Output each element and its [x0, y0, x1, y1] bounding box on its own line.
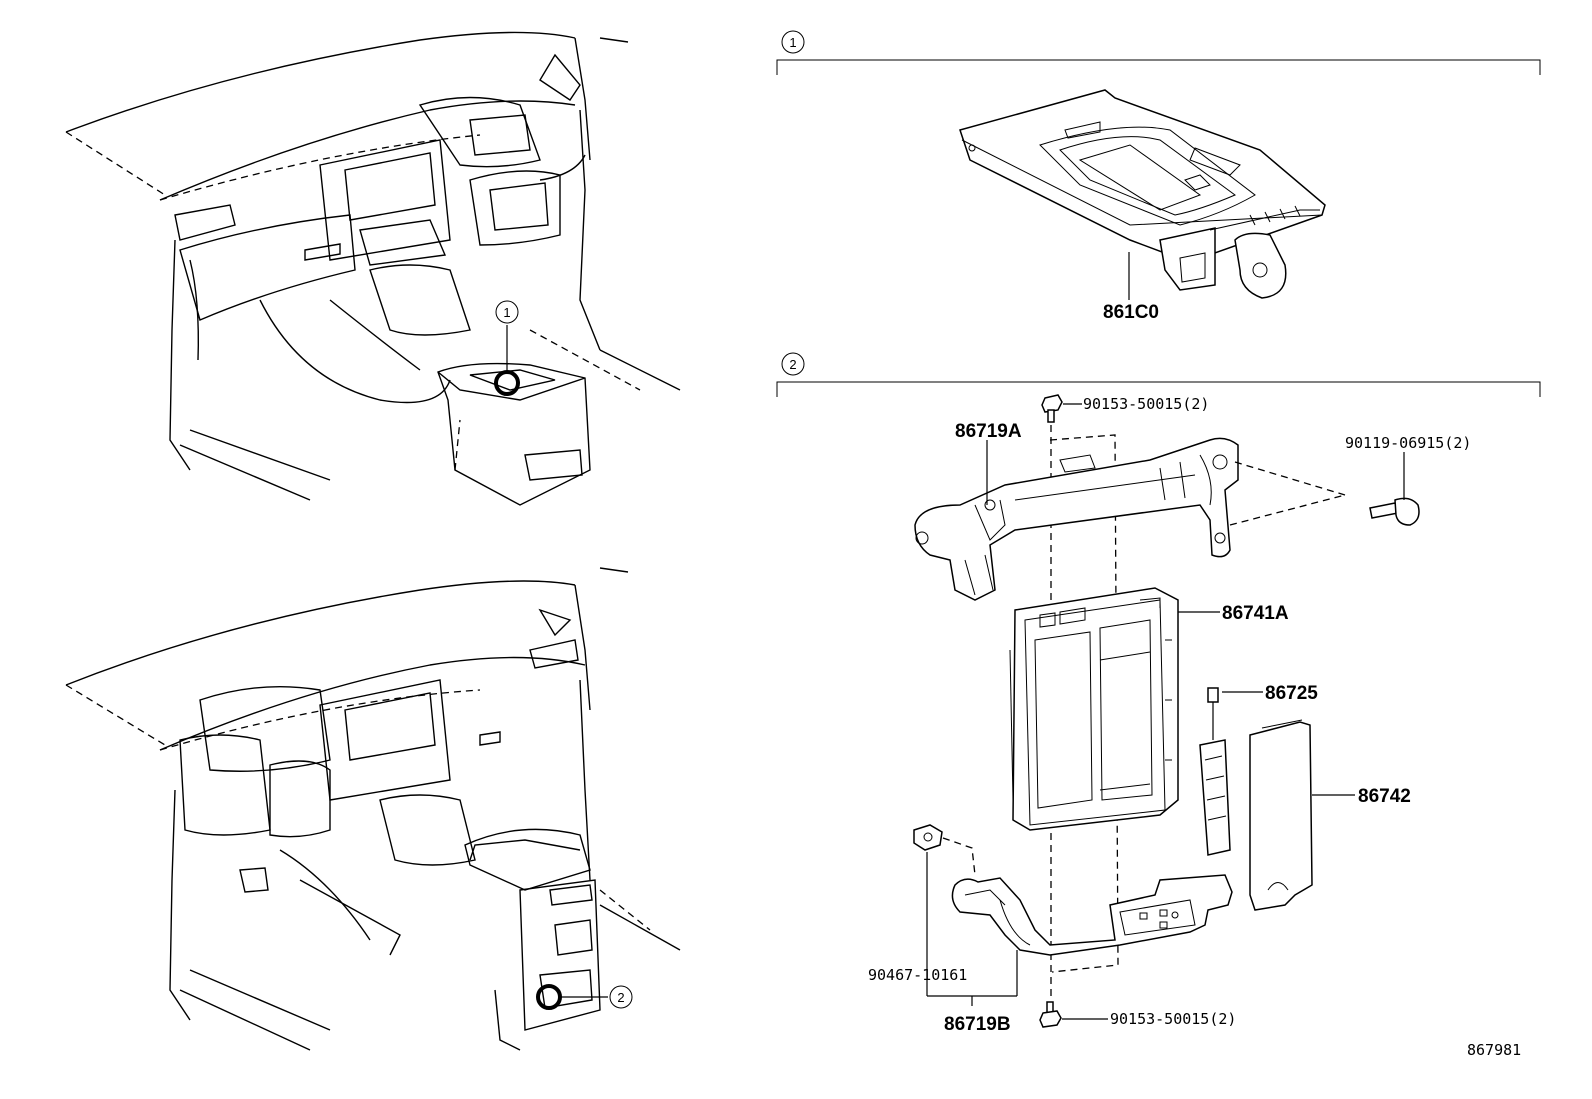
dashboard-view-lower: 2	[65, 567, 681, 1051]
callout-1-loc: 1	[503, 305, 510, 320]
diagram-id: 867981	[1467, 1041, 1521, 1059]
label-86742: 86742	[1358, 786, 1411, 807]
label-86719B: 86719B	[944, 1014, 1011, 1035]
bolt-top-drawing	[1041, 394, 1063, 423]
section-2-bracket	[776, 381, 1541, 397]
bolt-right-drawing	[1369, 497, 1420, 526]
section-1-callout-circle	[781, 30, 805, 54]
part-90467-10161-drawing	[913, 824, 943, 851]
part-86719A-drawing	[914, 437, 1239, 601]
callout-2-loc: 2	[617, 990, 624, 1005]
section-2: 2 90153-50015(2) 86719A	[776, 352, 1541, 1035]
part-86725-drawing	[1199, 687, 1231, 856]
section-1: 1 861C0	[776, 30, 1541, 323]
dashboard-view-upper: 1	[65, 31, 681, 506]
part-86742-drawing	[1249, 719, 1313, 911]
part-86741A-drawing	[1009, 587, 1179, 831]
location-marker-2	[536, 984, 562, 1010]
label-bolt-right: 90119-06915(2)	[1345, 434, 1471, 452]
label-861C0: 861C0	[1103, 302, 1159, 323]
label-86741A: 86741A	[1222, 603, 1289, 624]
label-bolt-bottom: 90153-50015(2)	[1110, 1010, 1236, 1028]
label-90467-10161: 90467-10161	[868, 966, 967, 984]
callout-circle-2-loc	[609, 985, 633, 1009]
section-1-bracket	[776, 59, 1541, 75]
section-1-callout: 1	[789, 35, 796, 50]
section-2-callout-circle	[781, 352, 805, 376]
section-2-callout: 2	[789, 357, 796, 372]
label-86725: 86725	[1265, 683, 1318, 704]
label-bolt-top: 90153-50015(2)	[1083, 395, 1209, 413]
part-861C0-drawing	[959, 89, 1326, 299]
callout-circle-1-loc	[495, 300, 519, 324]
part-86719B-drawing	[951, 874, 1233, 956]
location-marker-1	[494, 370, 520, 396]
bolt-bottom-drawing	[1039, 1001, 1062, 1028]
label-86719A: 86719A	[955, 421, 1022, 442]
